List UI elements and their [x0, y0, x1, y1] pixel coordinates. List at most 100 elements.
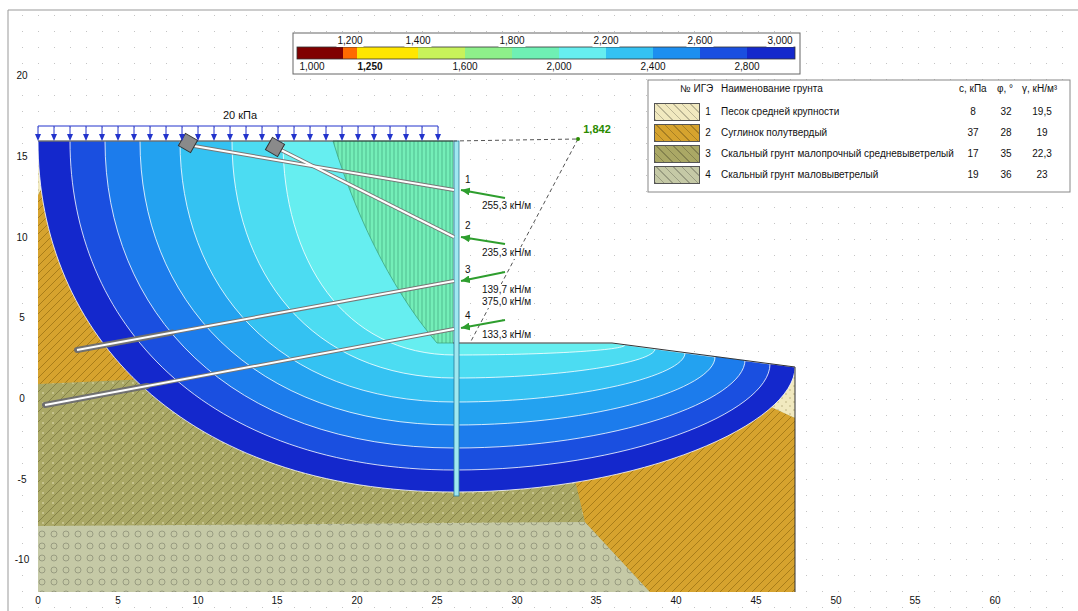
scale-segment: [512, 47, 559, 59]
table-cell: 19,5: [1031, 106, 1052, 118]
scale-value: 1,250: [356, 61, 383, 73]
legend-swatch: [654, 124, 700, 142]
table-cell: 35: [999, 148, 1012, 160]
scale-value: 2,800: [733, 61, 760, 73]
load-arrow-shafts: [38, 126, 438, 136]
scale-segment: [297, 47, 343, 59]
axis-value: 55: [908, 595, 921, 607]
axis-value: 35: [589, 595, 602, 607]
table-header: φ, °: [996, 83, 1014, 95]
table-header: c, кПа: [958, 83, 988, 95]
axis-value: 0: [18, 393, 26, 405]
axis-value: 10: [191, 595, 204, 607]
anchor-force: 235,3 кН/м: [481, 247, 532, 259]
colour-scale: [293, 33, 800, 74]
window-frame: [8, 10, 1078, 611]
ground-surface: [38, 141, 795, 592]
table-cell: 28: [999, 127, 1012, 139]
axis-value: 40: [669, 595, 682, 607]
safety-band: [180, 141, 685, 402]
table-cell: 36: [999, 169, 1012, 181]
table-cell: 19: [966, 169, 979, 181]
scale-value: 1,000: [298, 61, 325, 73]
anchor-force: 255,3 кН/м: [481, 200, 532, 212]
safety-band: [140, 141, 715, 425]
scale-segment: [418, 47, 465, 59]
table-cell: 19: [1035, 127, 1048, 139]
axis-value: 25: [430, 595, 443, 607]
scale-box: [293, 33, 800, 74]
axis-value: 20: [350, 595, 363, 607]
axis-value: 30: [510, 595, 523, 607]
scale-value: 3,000: [766, 35, 793, 47]
legend-text: Скальный грунт маловыветрелый: [720, 169, 879, 181]
circle-center: [576, 137, 580, 141]
legend-box: [648, 80, 1070, 192]
scale-value: 2,200: [592, 35, 619, 47]
dot-grid: [8, 10, 1078, 611]
anchor-head: [265, 137, 284, 156]
scale-segment: [357, 47, 418, 59]
table-header: γ, кН/м³: [1021, 83, 1058, 95]
axis-value: 10: [15, 232, 28, 244]
anchor-force: 139,7 кН/м: [481, 284, 532, 296]
axis-value: 15: [270, 595, 283, 607]
legend-text: Песок средней крупности: [720, 106, 840, 118]
axis-value: -5: [17, 474, 28, 486]
anchor-force: 375,0 кН/м: [481, 296, 532, 308]
table-cell: 2: [704, 127, 712, 139]
anchor-rod: [194, 146, 454, 190]
scale-value: 1,400: [404, 35, 431, 47]
axis-value: 60: [988, 595, 1001, 607]
scale-segment: [465, 47, 512, 59]
legend-swatch: [654, 103, 700, 121]
anchors: [45, 133, 454, 405]
anchor-number: 3: [464, 264, 472, 276]
legend-text: Суглинок полутвердый: [720, 127, 828, 139]
safety-band: [232, 141, 655, 378]
scale-value: 2,400: [639, 61, 666, 73]
force-arrow: [461, 190, 505, 198]
axis-value: 5: [114, 595, 122, 607]
force-arrow: [461, 237, 505, 244]
table-cell: 8: [969, 106, 977, 118]
load-arrow-heads: [35, 134, 441, 141]
axis-value: 0: [34, 595, 42, 607]
axis-value: 45: [749, 595, 762, 607]
table-cell: 23: [1035, 169, 1048, 181]
legend-swatch: [654, 166, 700, 184]
rock-layer-4: [38, 522, 650, 592]
table-cell: 37: [966, 127, 979, 139]
anchor-rod-core: [281, 150, 454, 237]
axis-value: -10: [14, 554, 30, 566]
safety-factor: 1,842: [582, 123, 612, 136]
table-cell: 32: [999, 106, 1012, 118]
table-cell: 4: [704, 169, 712, 181]
scale-value: 1,600: [451, 61, 478, 73]
axis-value: 20: [15, 70, 28, 82]
scale-value: 1,200: [336, 35, 363, 47]
anchor-rod: [281, 150, 454, 237]
scale-segment: [700, 47, 747, 59]
table-header: Наименование грунта: [720, 83, 824, 95]
anchor-rod-core: [194, 146, 454, 190]
anchor-number: 2: [464, 220, 472, 232]
scale-value: 2,600: [686, 35, 713, 47]
rock-layer-3: [38, 141, 795, 592]
legend-text: Скальный грунт малопрочный средневыветре…: [720, 148, 955, 160]
scale-outline: [297, 47, 795, 59]
scale-value: 1,800: [498, 35, 525, 47]
retaining-wall: [454, 141, 459, 496]
surface-load: [35, 126, 441, 141]
table-cell: 3: [704, 148, 712, 160]
load-line: [38, 126, 438, 127]
dashed-guide: [453, 139, 578, 343]
load-label: 20 кПа: [222, 109, 258, 122]
anchor-force: 133,3 кН/м: [481, 329, 532, 341]
anchor-rod: [45, 329, 454, 405]
scale-segment: [747, 47, 795, 59]
scale-segment: [653, 47, 700, 59]
scale-segment: [559, 47, 606, 59]
